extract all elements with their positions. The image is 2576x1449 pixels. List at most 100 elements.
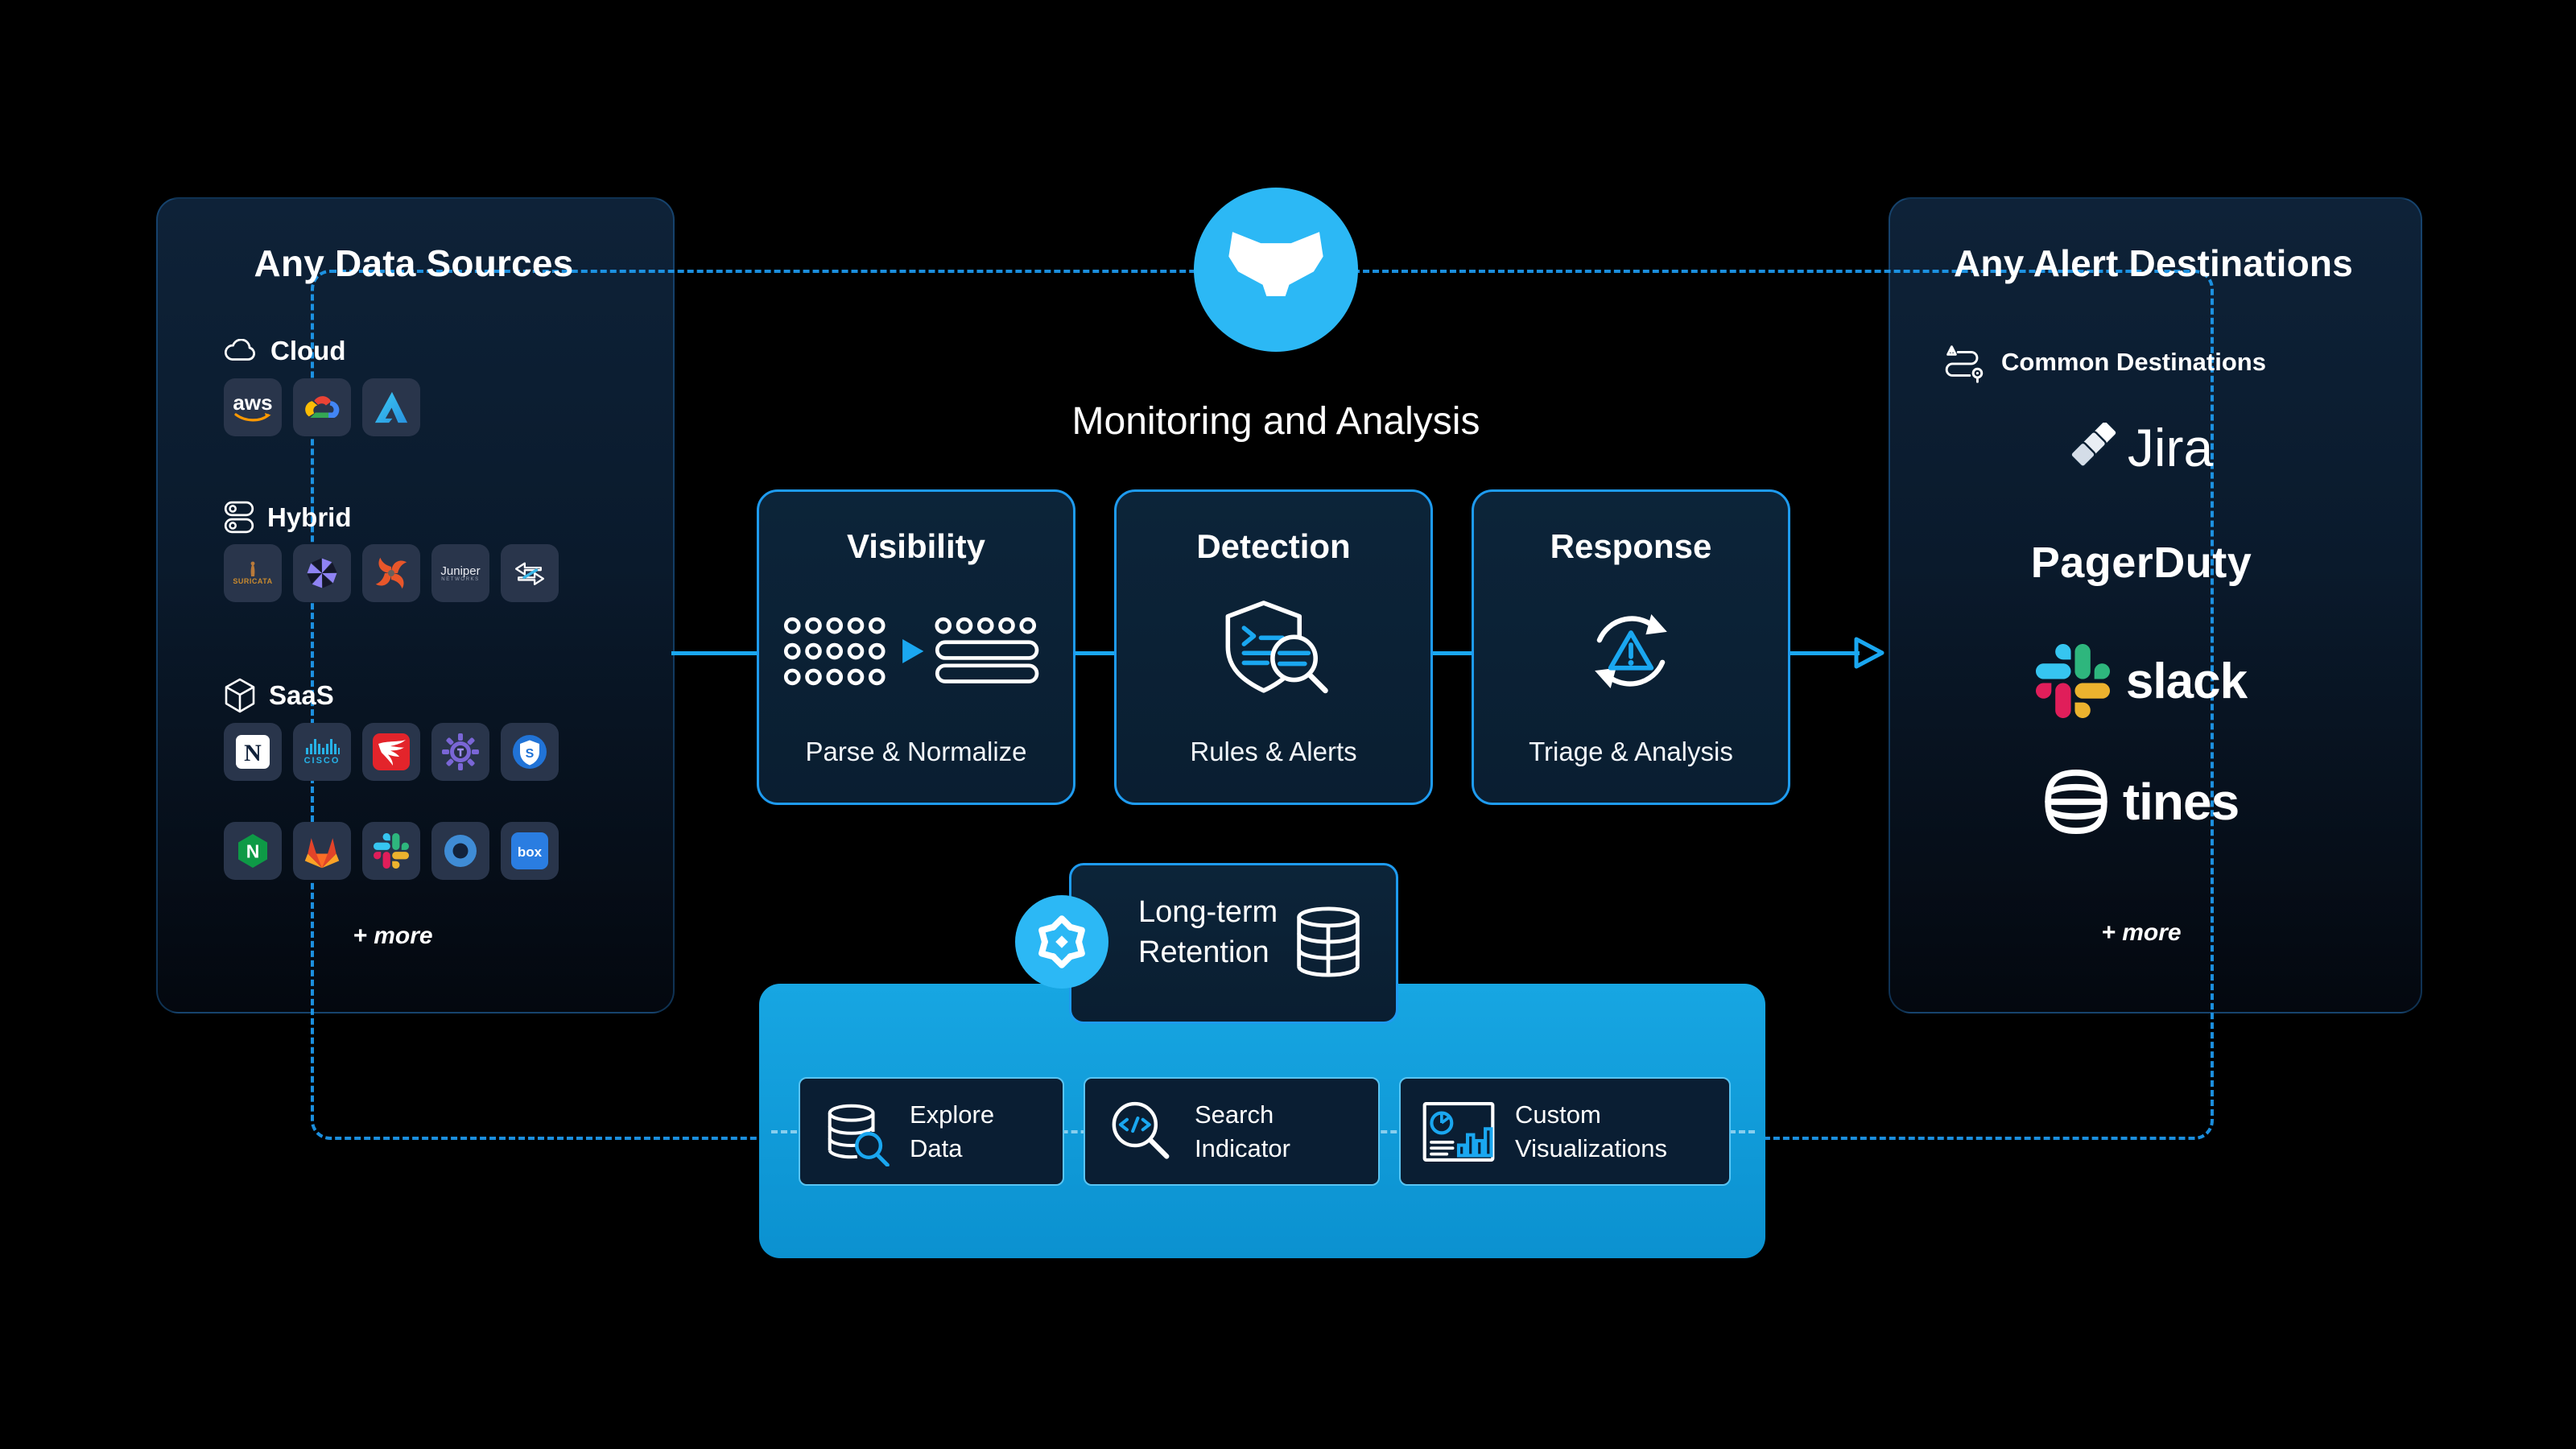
shield-s-logo: S (501, 723, 559, 781)
response-title: Response (1550, 527, 1712, 565)
parse-normalize-icon (783, 566, 1049, 737)
gear-icon (442, 733, 479, 770)
gitlab-icon (304, 838, 340, 869)
pinwheel-icon (307, 558, 337, 588)
connector-detection-to-response (1433, 651, 1472, 655)
azure-icon (374, 391, 408, 423)
suricata-wordmark: SURICATA (233, 577, 273, 585)
zeek-icon (514, 562, 545, 585)
juniper-wordmark: Juniper (440, 564, 481, 578)
alert-destinations-title: Any Alert Destinations (1953, 242, 2353, 284)
okta-logo (431, 822, 489, 880)
saas-logo-row-2: N box (224, 822, 559, 880)
crowdstrike-icon (373, 733, 410, 770)
aws-logo: aws (224, 378, 282, 436)
juniper-networks-label: NETWORKS (441, 576, 480, 582)
database-icon (1297, 906, 1360, 977)
detection-box: Detection Rules & Alerts (1114, 489, 1433, 805)
custom-visualizations-tile: Custom Visualizations (1399, 1077, 1731, 1186)
cube-icon (225, 678, 255, 713)
connector-visibility-to-detection (1075, 651, 1114, 655)
section-label: Hybrid (267, 502, 352, 532)
destinations-more-label: + more (2101, 919, 2182, 946)
slack-wordmark: slack (2125, 653, 2248, 709)
search-indicator-tile: Search Indicator (1084, 1077, 1380, 1186)
notion-logo: N (224, 723, 282, 781)
slack-logo-small (362, 822, 420, 880)
section-saas: SaaS (224, 678, 334, 713)
retention-line2: Retention (1138, 935, 1269, 970)
section-hybrid: Hybrid (224, 501, 352, 535)
google-cloud-icon (305, 396, 340, 418)
tool-line2: Visualizations (1515, 1133, 1667, 1162)
notion-icon: N (236, 735, 270, 769)
visibility-title: Visibility (847, 527, 985, 565)
box-wordmark: box (518, 844, 543, 860)
tool-line1: Search (1195, 1100, 1274, 1129)
explore-data-label: Explore Data (910, 1098, 994, 1165)
retention-line1: Long-term (1138, 895, 1278, 929)
data-sources-title: Any Data Sources (254, 242, 574, 284)
nginx-logo: N (224, 822, 282, 880)
custom-visualizations-icon (1422, 1101, 1495, 1162)
section-cloud: Cloud (224, 336, 345, 366)
section-label: SaaS (269, 680, 334, 710)
panther-brand-circle (1194, 188, 1358, 352)
visibility-box: Visibility Parse & Normalize (757, 489, 1075, 805)
common-destinations-label: Common Destinations (2001, 348, 2266, 376)
tines-icon (2045, 770, 2107, 834)
section-label: Cloud (270, 336, 346, 365)
zeek-logo (501, 544, 559, 602)
tool-line1: Custom (1515, 1100, 1601, 1129)
explore-data-tile: Explore Data (799, 1077, 1064, 1186)
common-destinations-row: Common Destinations (1938, 341, 2266, 383)
response-box: Response Triage & Analysis (1472, 489, 1790, 805)
suricata-logo: SURICATA (224, 544, 282, 602)
detection-caption: Rules & Alerts (1190, 737, 1357, 766)
jira-icon (2070, 423, 2118, 468)
retention-label: Long-term Retention (1138, 892, 1278, 972)
slack-logo-large: slack (1900, 644, 2383, 718)
connector-response-to-destinations (1790, 651, 1860, 655)
alert-destinations-panel (1889, 197, 2422, 1013)
pinwheel-logo (293, 544, 351, 602)
rules-alerts-icon (1217, 566, 1330, 737)
monitoring-title: Monitoring and Analysis (1071, 400, 1480, 443)
tines-logo: tines (1900, 770, 2383, 834)
panther-icon (1228, 232, 1323, 296)
snowflake-icon (1038, 915, 1085, 968)
jira-logo: Jira (1900, 417, 2383, 478)
saas-logo-row-1: N CISCO (224, 723, 559, 781)
custom-visualizations-label: Custom Visualizations (1515, 1098, 1667, 1165)
gear-t-logo (431, 723, 489, 781)
arrow-right-icon (1854, 637, 1885, 669)
meerkat-icon (250, 561, 255, 576)
visibility-caption: Parse & Normalize (805, 737, 1027, 766)
data-sources-more-label: + more (353, 923, 433, 949)
cloud-logo-row: aws (224, 378, 420, 436)
triage-analysis-icon (1575, 566, 1686, 737)
spiral-logo (362, 544, 420, 602)
response-caption: Triage & Analysis (1529, 737, 1733, 766)
explore-data-icon (828, 1104, 890, 1166)
slack-icon (2035, 644, 2110, 718)
notion-letter: N (244, 740, 262, 766)
long-term-retention-box (1069, 863, 1398, 1024)
aws-smile-icon (234, 413, 271, 422)
crowdstrike-logo (362, 723, 420, 781)
aws-wordmark: aws (233, 390, 273, 415)
hybrid-logo-row: SURICATA Juniper NETWORKS (224, 544, 559, 602)
connector-sources-to-visibility (671, 651, 757, 655)
google-cloud-logo (293, 378, 351, 436)
toggles-icon (224, 501, 254, 534)
snowflake-brand-circle (1015, 895, 1108, 989)
tool-line2: Data (910, 1133, 963, 1162)
cisco-bars-icon (306, 739, 340, 754)
spiral-icon (375, 557, 407, 589)
okta-icon (444, 835, 477, 867)
juniper-logo: Juniper NETWORKS (431, 544, 489, 602)
slack-icon (374, 833, 409, 869)
tool-line1: Explore (910, 1100, 995, 1129)
shield-s-icon: S (513, 735, 547, 769)
box-logo: box (501, 822, 559, 880)
